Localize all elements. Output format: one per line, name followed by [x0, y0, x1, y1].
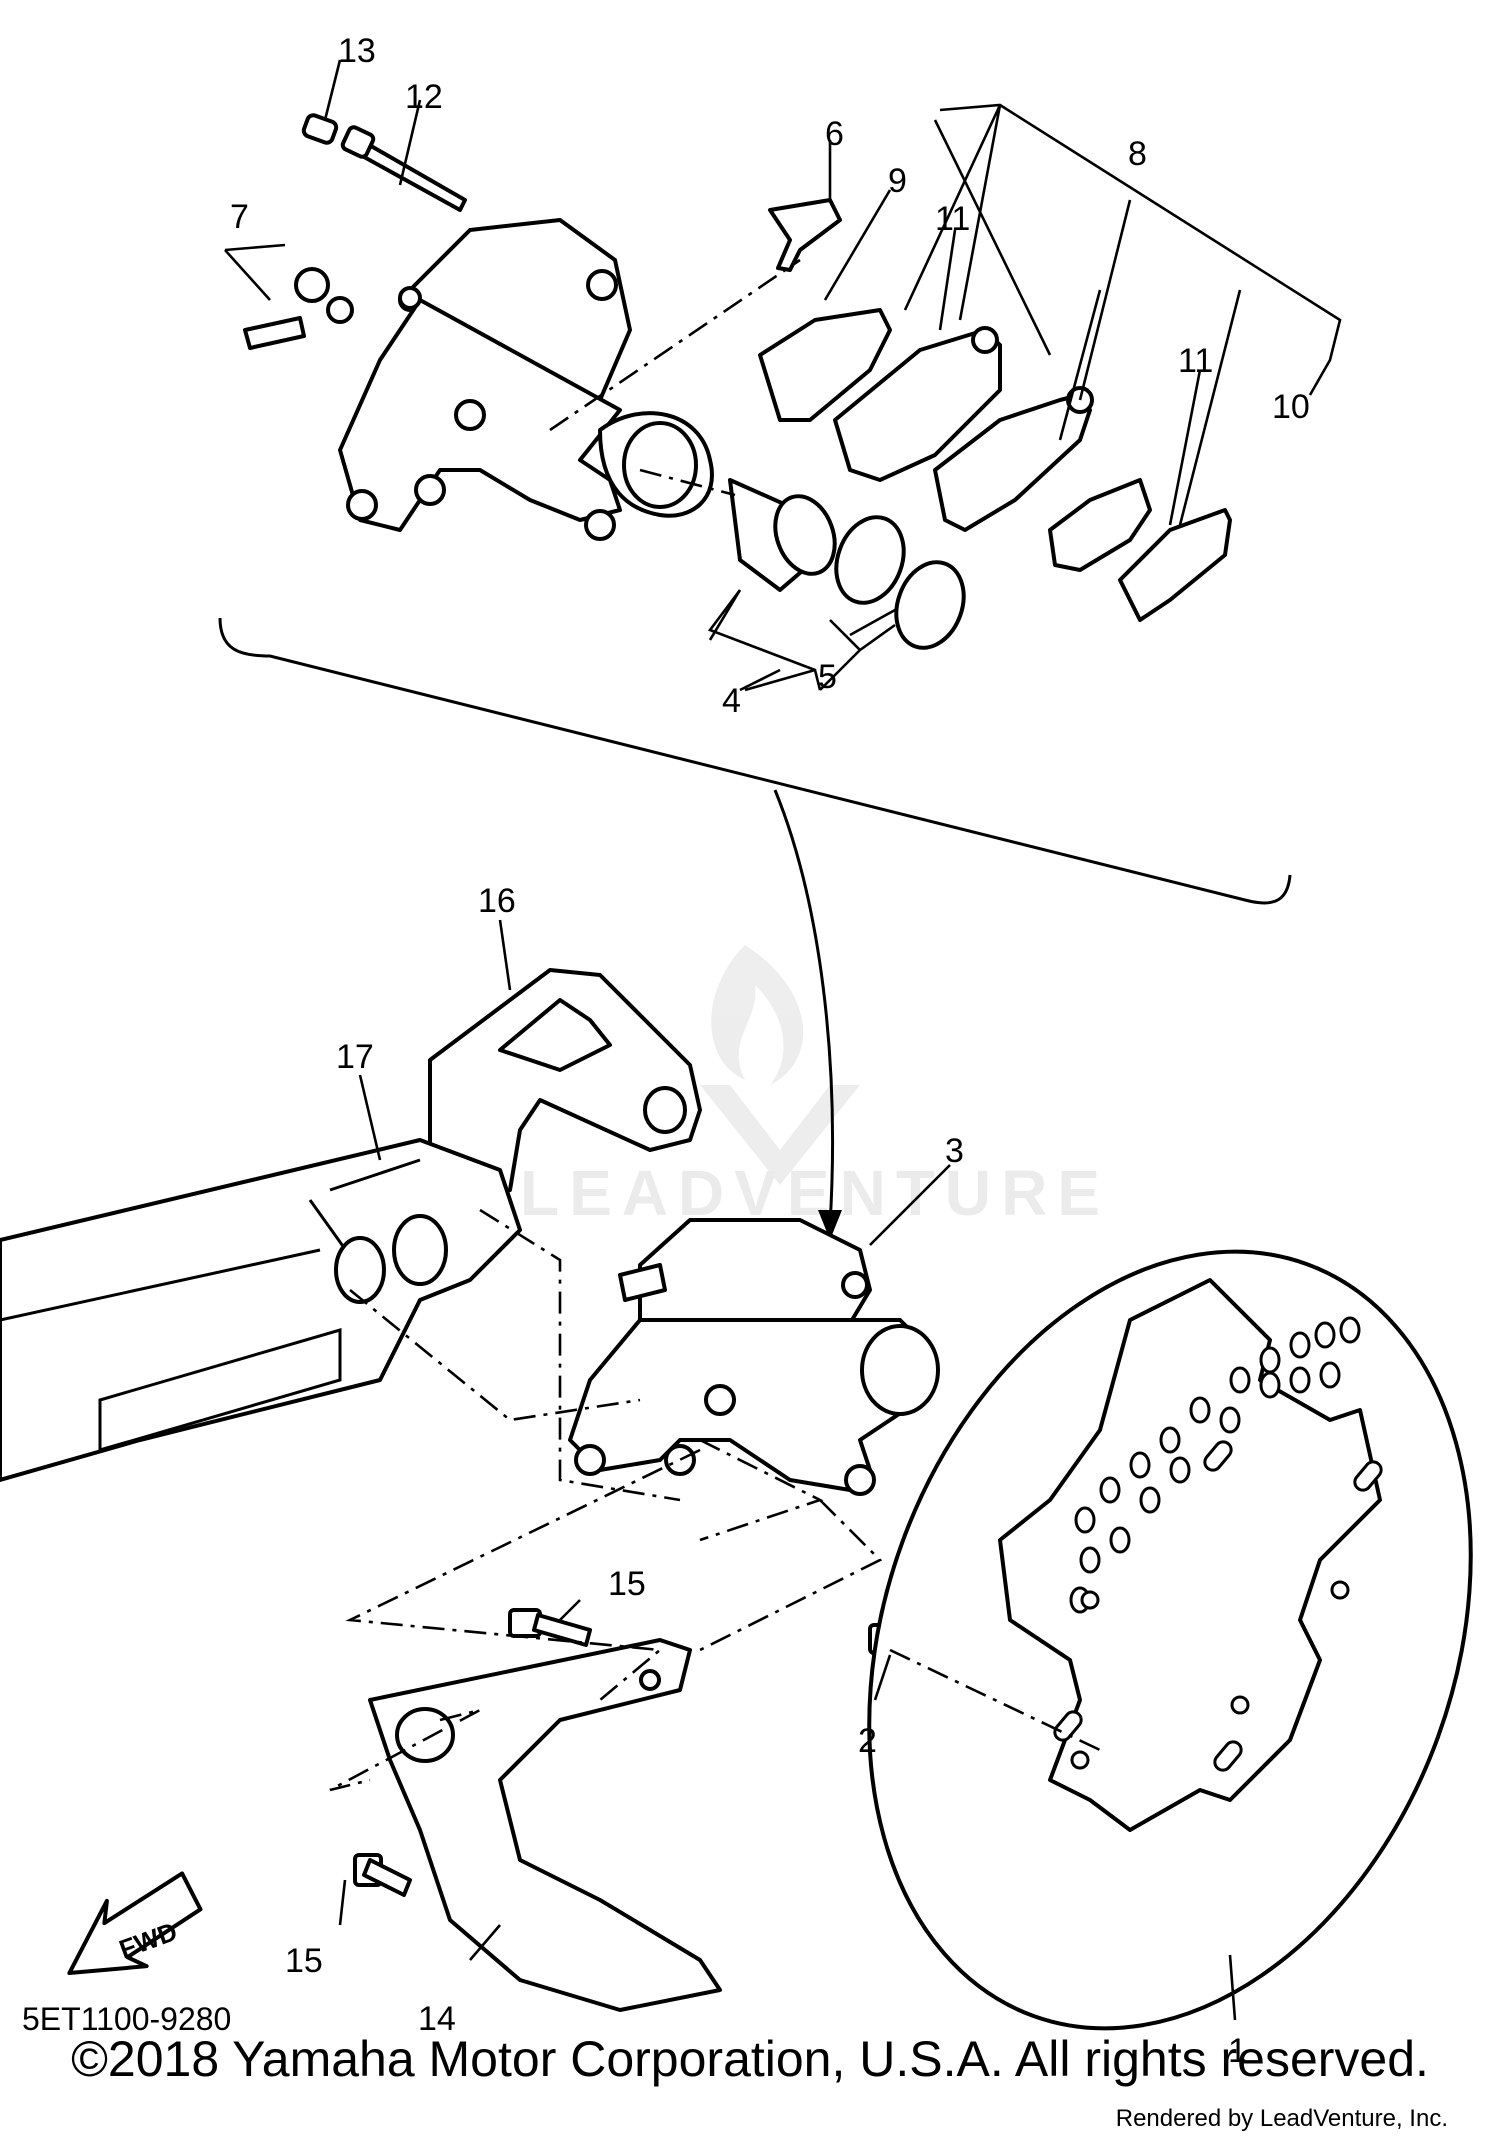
callout-12: 12 — [405, 78, 443, 116]
caliper-assembled — [568, 1218, 940, 1496]
caliper-bracket — [428, 968, 702, 1216]
callout-5: 5 — [818, 658, 837, 696]
diagram-code: 5ET1100-9280 — [22, 2001, 231, 2037]
callout-8: 8 — [1128, 135, 1147, 173]
callout-15a: 15 — [608, 1565, 646, 1603]
callout-10: 10 — [1272, 388, 1310, 426]
callout-13: 13 — [338, 32, 376, 70]
assembly-arrow-head — [818, 1210, 842, 1240]
piston — [728, 478, 837, 592]
guard-bolt-upper — [508, 1608, 592, 1647]
dust-seal — [894, 560, 966, 650]
callout-11a: 11 — [935, 200, 970, 238]
callout-4: 4 — [722, 682, 741, 720]
callout-7-bracket — [224, 243, 286, 301]
caliper-body-exploded — [338, 218, 714, 541]
callout-3: 3 — [945, 1132, 964, 1170]
brake-pad-11b — [933, 393, 1092, 532]
pad-pin — [340, 125, 467, 212]
fwd-arrow-icon: FWD — [67, 1871, 203, 1976]
callout-leaders-bottom — [338, 919, 1237, 2021]
brake-disc — [867, 1249, 1473, 2031]
pad-spring — [768, 198, 842, 272]
watermark-text: LEADVENTURE — [520, 1157, 1110, 1229]
assembly-arrow — [773, 789, 835, 1226]
callout-14: 14 — [418, 2000, 456, 2038]
pad-pin-plug — [301, 113, 339, 145]
callout-4-5-bracket — [708, 589, 896, 641]
axis-lines-bottom — [329, 1208, 1101, 1792]
callout-16: 16 — [478, 882, 516, 920]
group-bracket — [218, 617, 1292, 905]
callout-9: 9 — [888, 162, 907, 200]
copyright-notice: ©2018 Yamaha Motor Corporation, U.S.A. A… — [71, 2031, 1429, 2087]
brake-pad-11c — [1048, 478, 1152, 572]
callout-6: 6 — [825, 115, 844, 153]
leadventure-watermark-logo: LEADVENTURE — [520, 945, 1110, 1229]
pad-support-10 — [1118, 508, 1232, 622]
callout-2: 2 — [858, 1722, 877, 1760]
axis-line-spring — [549, 258, 801, 432]
callout-17: 17 — [336, 1038, 374, 1076]
axis-line-piston — [639, 468, 736, 497]
brake-pad-9 — [758, 308, 892, 422]
callout-leaders-top — [323, 59, 1342, 692]
callout-11b: 11 — [1178, 342, 1213, 380]
piston-seal — [834, 515, 906, 605]
callout-7: 7 — [230, 198, 249, 236]
swingarm — [0, 1138, 522, 1482]
disc-guard — [368, 1638, 722, 2012]
brake-pad-11a — [833, 328, 1002, 482]
guard-bolt-lower — [353, 1853, 412, 1897]
callout-1: 1 — [1228, 2032, 1247, 2070]
callout-15b: 15 — [285, 1942, 323, 1980]
rendered-by-credit: Rendered by LeadVenture, Inc. — [1115, 2105, 1448, 2132]
